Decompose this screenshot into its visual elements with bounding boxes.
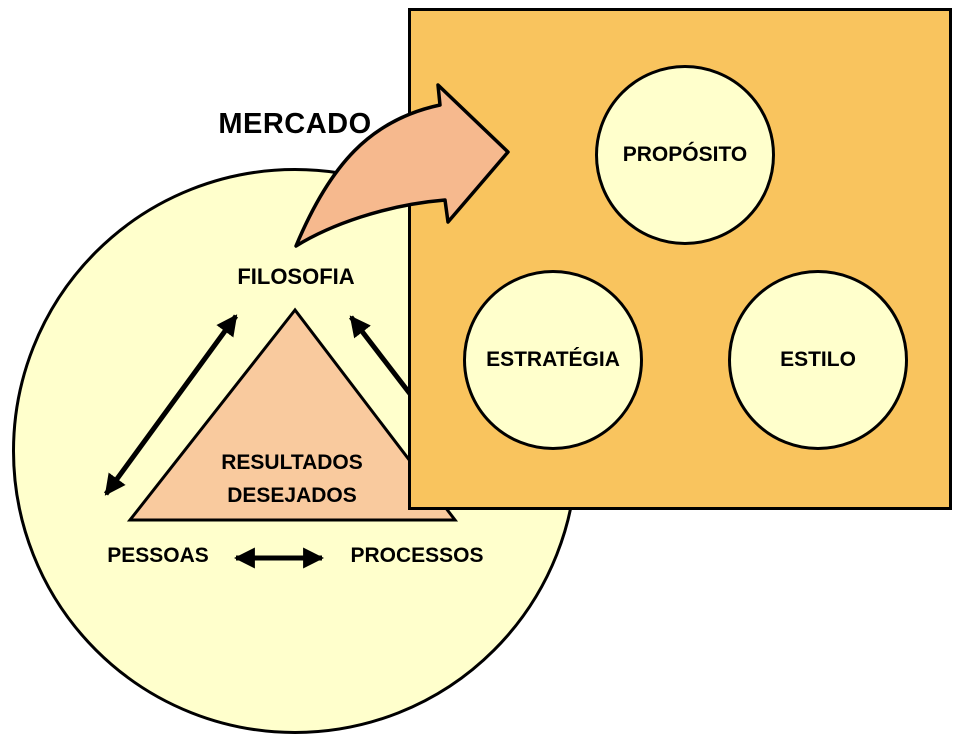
processos-label: PROCESSOS	[350, 544, 484, 567]
estrategia-label: ESTRATÉGIA	[486, 348, 620, 371]
resultados-line1: RESULTADOS	[221, 451, 363, 474]
estrategia-circle: ESTRATÉGIA	[463, 270, 643, 450]
resultados-line2: DESEJADOS	[227, 484, 357, 507]
estilo-label: ESTILO	[780, 348, 856, 371]
mercado-label: MERCADO	[218, 108, 372, 140]
filosofia-label: FILOSOFIA	[237, 264, 355, 289]
pessoas-label: PESSOAS	[107, 544, 209, 567]
estilo-circle: ESTILO	[728, 270, 908, 450]
management-square: PROPÓSITO ESTRATÉGIA ESTILO	[408, 8, 952, 510]
resultados-desejados-label: RESULTADOS DESEJADOS	[172, 446, 412, 512]
proposito-label: PROPÓSITO	[622, 143, 748, 166]
proposito-circle: PROPÓSITO	[595, 65, 775, 245]
